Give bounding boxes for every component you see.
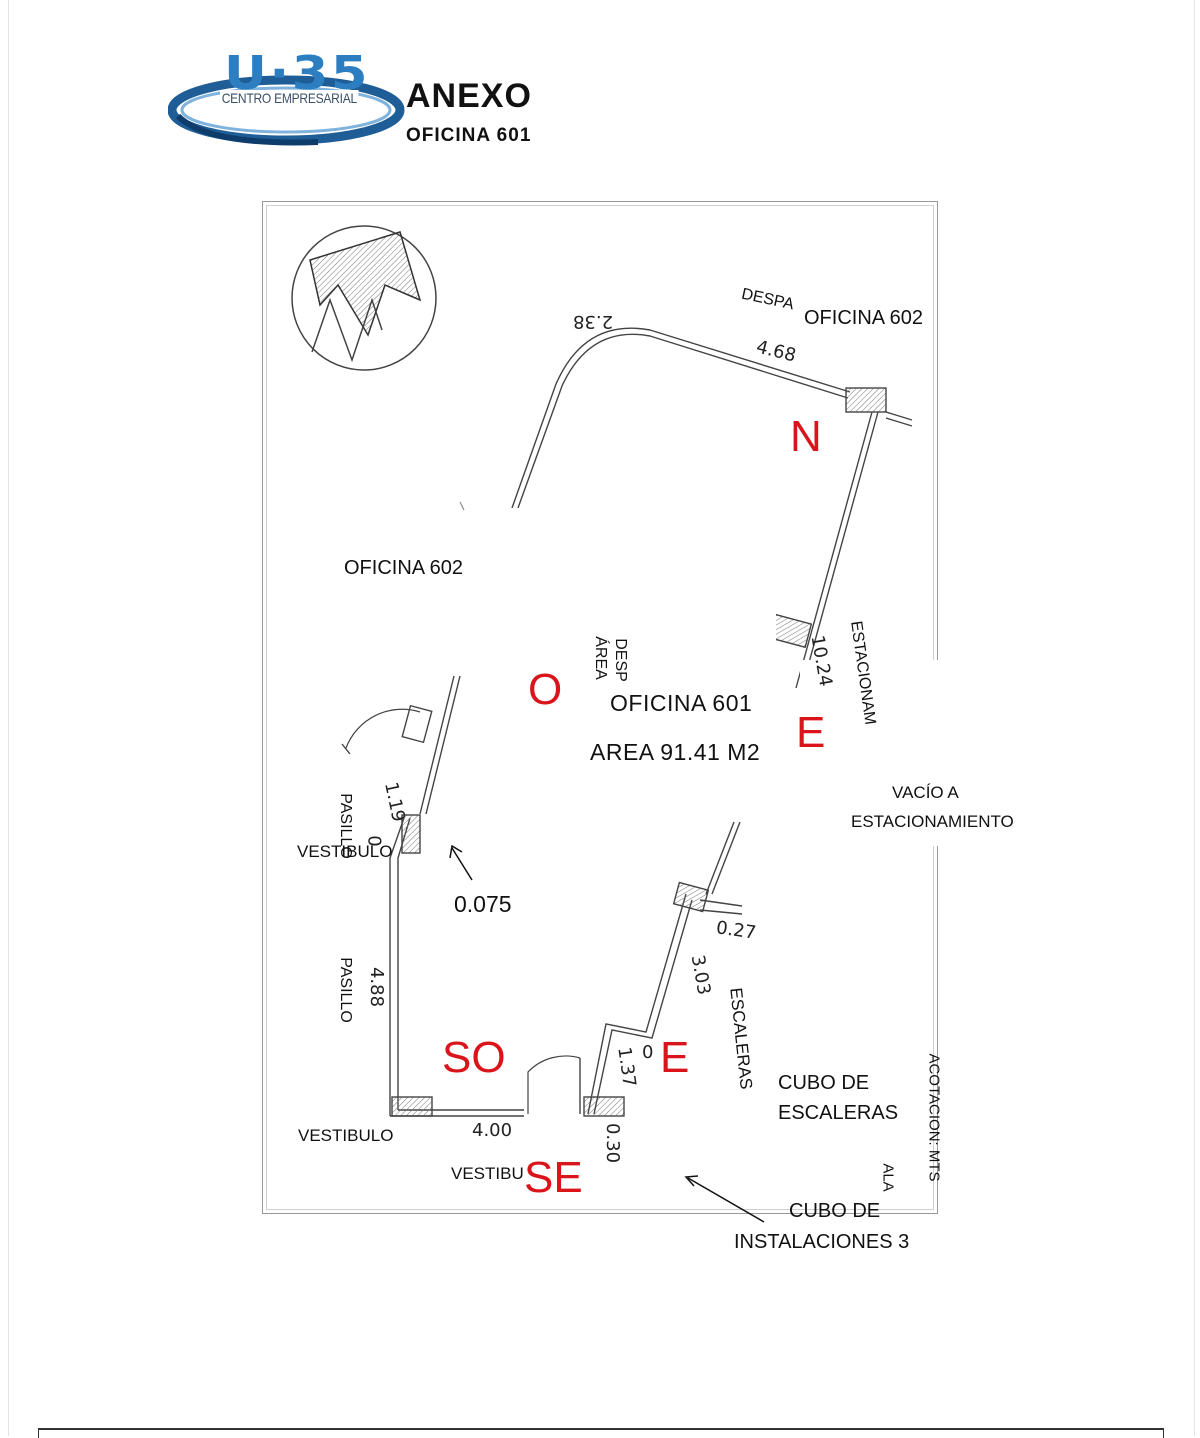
next-page-edge	[38, 1428, 1164, 1438]
ala-label: ALA	[879, 1163, 897, 1192]
document-title: ANEXO	[406, 77, 532, 115]
cardinal-north: N	[790, 412, 822, 461]
office-name: OFICINA 601	[610, 690, 753, 716]
dim-top-curve: 2.38	[573, 311, 614, 332]
dim-west-edge: 4.88	[366, 966, 388, 1008]
document-subtitle: OFICINA 601	[406, 125, 532, 146]
east-void-label-line1: VACÍO A	[892, 783, 959, 802]
north-neighbor-label: OFICINA 602	[800, 306, 927, 330]
dim-bottom-small: 0.30	[602, 1122, 624, 1164]
cardinal-east-upper: E	[796, 708, 826, 757]
cardinal-west: O	[528, 665, 563, 714]
dim-stair-lower: 1.37	[613, 1045, 640, 1089]
office-area: AREA 91.41 M2	[590, 739, 761, 765]
desp-label-mid: DESP	[611, 638, 629, 682]
logo-tagline: CENTRO EMPRESARIAL	[220, 90, 359, 106]
west-neighbor-label: OFICINA 602	[344, 557, 463, 579]
north-arrow-icon	[291, 225, 437, 371]
pasillo-lower-label: PASILLO	[336, 957, 354, 1023]
wall-thickness-label: 0.075	[454, 891, 512, 917]
east-void-label-line2: ESTACIONAMIENTO	[851, 812, 1014, 831]
dim-small-zero-2: 0	[642, 1042, 654, 1063]
vestibulo-upper-label: VESTIBULO	[297, 842, 393, 861]
area-label-mid: ÁREA	[591, 636, 609, 680]
cardinal-southwest: SO	[442, 1033, 506, 1082]
vestibulo-lower-label: VESTIBULO	[298, 1126, 394, 1145]
logo-swoosh-icon	[167, 75, 405, 146]
dim-south-edge: 4.00	[472, 1120, 513, 1141]
logo-wordmark: U·35	[224, 46, 370, 100]
u35-logo: U·35 CENTRO EMPRESARIAL	[167, 46, 408, 150]
acotacion-label: ACOTACION: MTS	[925, 1053, 943, 1182]
vestibu-label: VESTIBU	[451, 1164, 524, 1183]
installations-label-line2: INSTALACIONES 3	[734, 1231, 910, 1253]
stairs-label-line2: ESCALERAS	[778, 1102, 899, 1124]
stairs-label-line1: CUBO DE	[778, 1072, 870, 1094]
cardinal-southeast: SE	[524, 1153, 583, 1202]
cardinal-east-lower: E	[660, 1033, 690, 1082]
installations-label-line1: CUBO DE	[789, 1200, 881, 1222]
dim-small-zero: 0	[363, 835, 385, 847]
